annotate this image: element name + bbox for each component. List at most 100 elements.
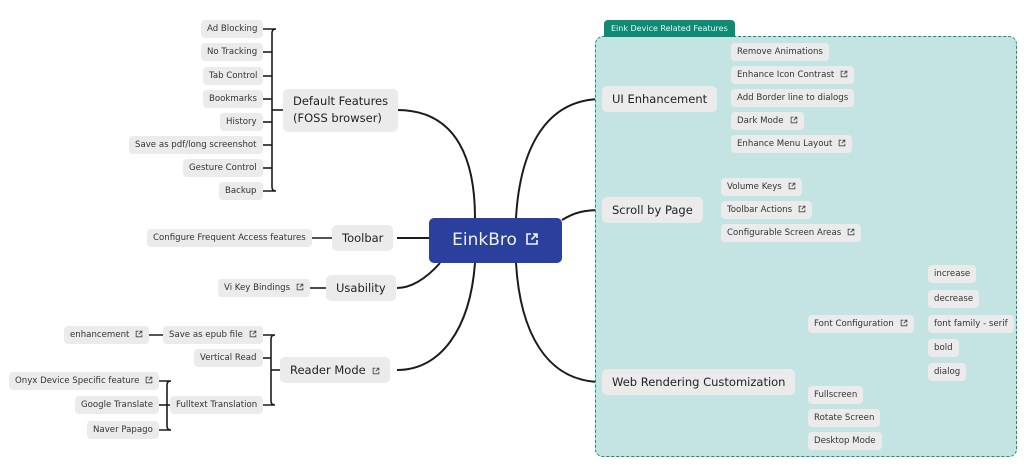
external-link-icon[interactable] bbox=[145, 376, 153, 384]
node-label: Volume Keys bbox=[727, 182, 782, 192]
branch-connector bbox=[159, 380, 172, 386]
external-link-icon[interactable] bbox=[135, 330, 143, 338]
node-label: Enhance Menu Layout bbox=[737, 139, 833, 149]
external-link-icon[interactable] bbox=[790, 116, 798, 124]
node-increase[interactable]: increase bbox=[928, 265, 977, 283]
region-title: Eink Device Related Features bbox=[604, 20, 735, 37]
node-ad-blocking[interactable]: Ad Blocking bbox=[201, 20, 264, 38]
node-bookmarks[interactable]: Bookmarks bbox=[203, 90, 264, 108]
external-link-icon[interactable] bbox=[788, 182, 796, 190]
node-label: Rotate Screen bbox=[814, 413, 875, 423]
node-label: Web Rendering Customization bbox=[612, 375, 786, 389]
node-label: Save as epub file bbox=[169, 330, 243, 340]
node-bold[interactable]: bold bbox=[928, 339, 959, 357]
branch-connector bbox=[263, 186, 277, 192]
node-label: Enhance Icon Contrast bbox=[737, 70, 835, 80]
node-label: Toolbar bbox=[342, 231, 384, 245]
root-node[interactable]: EinkBro bbox=[429, 218, 562, 263]
node-onyx-device-specific-feature[interactable]: Onyx Device Specific feature bbox=[9, 372, 160, 390]
node-volume-keys[interactable]: Volume Keys bbox=[721, 178, 802, 196]
node-toolbar-actions[interactable]: Toolbar Actions bbox=[721, 201, 813, 219]
node-label: decrease bbox=[934, 294, 974, 304]
main-connector bbox=[396, 262, 476, 371]
node-label: History bbox=[226, 117, 257, 127]
node-backup[interactable]: Backup bbox=[219, 182, 263, 200]
node-label: Naver Papago bbox=[93, 425, 153, 435]
external-link-icon[interactable] bbox=[296, 283, 304, 291]
node-ui-enhancement[interactable]: UI Enhancement bbox=[602, 86, 718, 112]
node-naver-papago[interactable]: Naver Papago bbox=[87, 421, 159, 439]
node-label: Ad Blocking bbox=[207, 24, 258, 34]
node-history[interactable]: History bbox=[220, 113, 263, 131]
node-vi-key-bindings[interactable]: Vi Key Bindings bbox=[218, 279, 311, 297]
node-label: No Tracking bbox=[207, 47, 258, 57]
node-label: Configure Frequent Access features bbox=[153, 233, 306, 243]
node-label: Toolbar Actions bbox=[727, 205, 793, 215]
node-font-family-serif[interactable]: font family - serif bbox=[928, 315, 1014, 333]
node-label: Backup bbox=[225, 186, 257, 196]
node-dialog[interactable]: dialog bbox=[928, 363, 967, 381]
node-label: increase bbox=[934, 269, 971, 279]
node-label: Vertical Read bbox=[200, 353, 257, 363]
node-label: Desktop Mode bbox=[814, 436, 876, 446]
external-link-icon[interactable] bbox=[840, 70, 848, 78]
node-label: Scroll by Page bbox=[612, 203, 693, 217]
node-toolbar[interactable]: Toolbar bbox=[332, 225, 394, 251]
node-rotate-screen[interactable]: Rotate Screen bbox=[808, 409, 881, 427]
node-save-as-pdf-long-screenshot[interactable]: Save as pdf/long screenshot bbox=[129, 136, 263, 154]
branch-connector bbox=[263, 334, 276, 340]
main-connector bbox=[396, 262, 441, 289]
external-link-icon[interactable] bbox=[798, 205, 806, 213]
node-remove-animations[interactable]: Remove Animations bbox=[731, 43, 829, 61]
node-save-as-epub-file[interactable]: Save as epub file bbox=[163, 326, 263, 344]
node-enhancement[interactable]: enhancement bbox=[64, 326, 150, 344]
node-web-rendering-customization[interactable]: Web Rendering Customization bbox=[602, 369, 796, 395]
node-label: Remove Animations bbox=[737, 47, 823, 57]
node-google-translate[interactable]: Google Translate bbox=[75, 396, 160, 414]
node-enhance-menu-layout[interactable]: Enhance Menu Layout bbox=[731, 135, 853, 153]
node-dark-mode[interactable]: Dark Mode bbox=[731, 112, 804, 130]
node-label: bold bbox=[934, 343, 953, 353]
node-decrease[interactable]: decrease bbox=[928, 290, 980, 308]
node-vertical-read[interactable]: Vertical Read bbox=[194, 349, 263, 367]
node-no-tracking[interactable]: No Tracking bbox=[201, 43, 264, 61]
node-enhance-icon-contrast[interactable]: Enhance Icon Contrast bbox=[731, 66, 855, 84]
node-label-line1: Default Features bbox=[293, 94, 389, 108]
node-label: font family - serif bbox=[934, 319, 1008, 329]
node-label: dialog bbox=[934, 367, 961, 377]
node-font-configuration[interactable]: Font Configuration bbox=[808, 315, 914, 333]
node-default-features[interactable]: Default Features (FOSS browser) bbox=[283, 89, 399, 132]
main-connector bbox=[515, 98, 603, 219]
node-label: Bookmarks bbox=[209, 94, 258, 104]
node-fullscreen[interactable]: Fullscreen bbox=[808, 386, 864, 404]
branch-connector bbox=[263, 28, 277, 34]
node-label: Usability bbox=[336, 281, 386, 295]
node-fulltext-translation[interactable]: Fulltext Translation bbox=[170, 396, 264, 414]
node-configure-frequent-access-features[interactable]: Configure Frequent Access features bbox=[147, 229, 312, 247]
branch-connector bbox=[159, 425, 172, 431]
branch-connector bbox=[263, 400, 276, 406]
node-tab-control[interactable]: Tab Control bbox=[203, 67, 264, 85]
node-desktop-mode[interactable]: Desktop Mode bbox=[808, 432, 882, 450]
node-label: Save as pdf/long screenshot bbox=[135, 140, 257, 150]
node-gesture-control[interactable]: Gesture Control bbox=[183, 159, 263, 177]
external-link-icon[interactable] bbox=[838, 139, 846, 147]
external-link-icon[interactable] bbox=[847, 228, 855, 236]
external-link-icon[interactable] bbox=[525, 232, 539, 246]
node-label: enhancement bbox=[70, 330, 130, 340]
node-add-border-line-to-dialogs[interactable]: Add Border line to dialogs bbox=[731, 89, 855, 107]
external-link-icon[interactable] bbox=[900, 319, 908, 327]
node-label: Google Translate bbox=[81, 400, 154, 410]
node-configurable-screen-areas[interactable]: Configurable Screen Areas bbox=[721, 224, 862, 242]
node-usability[interactable]: Usability bbox=[326, 275, 396, 301]
external-link-icon[interactable] bbox=[372, 367, 380, 375]
node-reader-mode[interactable]: Reader Mode bbox=[280, 357, 390, 383]
node-label: Add Border line to dialogs bbox=[737, 93, 849, 103]
node-scroll-by-page[interactable]: Scroll by Page bbox=[602, 197, 703, 223]
node-label: UI Enhancement bbox=[612, 92, 708, 106]
root-label: EinkBro bbox=[452, 230, 517, 250]
node-label: Onyx Device Specific feature bbox=[15, 376, 140, 386]
external-link-icon[interactable] bbox=[249, 330, 257, 338]
node-label-line2: (FOSS browser) bbox=[293, 111, 382, 125]
node-label: Configurable Screen Areas bbox=[727, 228, 842, 238]
